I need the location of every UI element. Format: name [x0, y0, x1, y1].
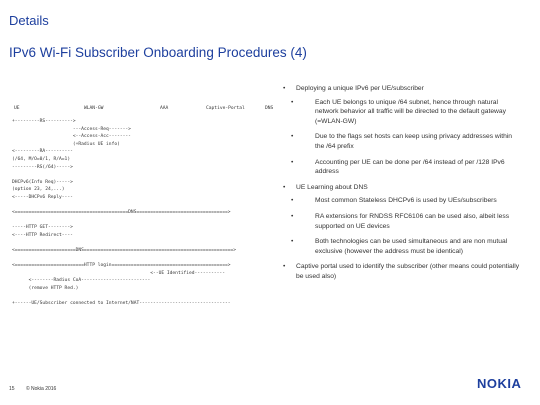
participant-dns: DNS	[265, 106, 274, 111]
sub-bullet: Each UE belongs to unique /64 subnet, he…	[289, 98, 523, 127]
sub-bullet: Both technologies can be used simultaneo…	[289, 237, 523, 256]
copyright: © Nokia 2016	[25, 386, 57, 392]
sub-bullet: Accounting per UE can be done per /64 in…	[289, 158, 523, 177]
sub-bullet: Due to the flags set hosts can keep usin…	[289, 132, 523, 151]
bullet-dns-learning: UE Learning about DNS	[283, 183, 523, 193]
participant-captive-portal: Captive-Portal	[206, 106, 245, 111]
nokia-logo: NOKIA	[477, 376, 522, 391]
bullet-captive-portal: Captive portal used to identify the subs…	[283, 262, 523, 281]
diagram-flow: +---------RS----------> ---Access-Req---…	[12, 119, 237, 307]
page-title: IPv6 Wi-Fi Subscriber Onboarding Procedu…	[9, 45, 307, 60]
participant-aaa: AAA	[160, 106, 169, 111]
sub-bullet: RA extensions for RNDSS RFC6106 can be u…	[289, 212, 523, 231]
sub-bullet: Most common Stateless DHCPv6 is used by …	[289, 196, 523, 206]
sequence-diagram: UE WLAN-GW AAA Captive-Portal DNS +-----…	[12, 106, 284, 312]
bullet-list: Deploying a unique IPv6 per UE/subscribe…	[283, 84, 523, 286]
participant-ue: UE	[14, 106, 20, 111]
participant-wlan-gw: WLAN-GW	[84, 106, 104, 111]
page-number: 15	[9, 386, 15, 392]
diagram-participants: UE WLAN-GW AAA Captive-Portal DNS	[12, 106, 284, 114]
section-kicker: Details	[9, 13, 49, 28]
bullet-unique-ipv6: Deploying a unique IPv6 per UE/subscribe…	[283, 84, 523, 94]
footer: 15 © Nokia 2016	[9, 386, 66, 392]
